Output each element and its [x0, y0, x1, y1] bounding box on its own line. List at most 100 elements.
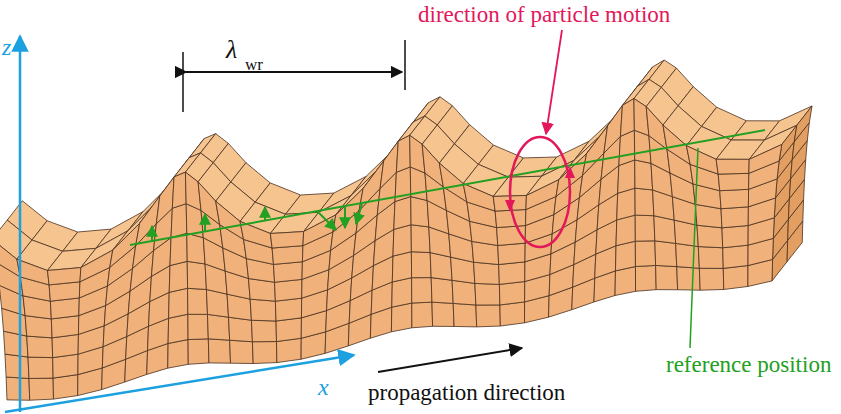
brick — [172, 172, 186, 208]
brick — [0, 239, 20, 277]
brick — [393, 225, 411, 256]
brick — [656, 265, 678, 289]
brick — [396, 135, 410, 172]
brick — [463, 184, 495, 212]
brick — [697, 225, 723, 248]
brick — [6, 377, 30, 400]
particle-orbit — [510, 137, 570, 247]
dimension-tick — [404, 40, 406, 90]
brick — [29, 378, 54, 400]
brick — [635, 215, 655, 241]
brick — [303, 215, 336, 246]
annotation-label: reference position — [666, 352, 831, 377]
wavelength-subscript: wr — [245, 56, 263, 75]
brick — [794, 106, 812, 142]
orbit-arrowhead — [505, 200, 515, 212]
brick — [270, 232, 303, 248]
x-axis — [5, 355, 354, 412]
brick — [615, 241, 635, 271]
brick — [635, 160, 653, 190]
brick — [53, 354, 78, 378]
brick — [187, 233, 205, 264]
brick — [412, 302, 433, 328]
brick — [439, 163, 467, 202]
brick — [749, 144, 782, 173]
brick — [677, 267, 700, 291]
brick — [412, 278, 432, 303]
axis-label: x — [318, 374, 329, 400]
brick — [410, 135, 425, 173]
brick — [718, 173, 749, 190]
brick — [432, 302, 454, 326]
brick — [169, 261, 187, 292]
brick — [188, 288, 208, 314]
annotation-label: direction of particle motion — [418, 2, 670, 27]
brick — [716, 159, 749, 174]
displacement-arrow — [151, 226, 153, 241]
brick — [635, 265, 656, 291]
brick — [431, 278, 453, 304]
brick — [655, 241, 677, 267]
brick — [51, 316, 78, 338]
wavelength-dimension — [186, 71, 402, 73]
brick — [500, 302, 525, 326]
brick — [171, 204, 187, 238]
z-axis — [19, 36, 22, 412]
brick — [229, 317, 253, 342]
brick — [53, 375, 78, 400]
brick — [277, 338, 302, 362]
brick — [17, 259, 49, 285]
brick — [475, 283, 500, 305]
brick — [380, 141, 398, 188]
brick — [168, 340, 188, 369]
brick — [392, 252, 411, 282]
brick — [620, 99, 634, 137]
leader-arrow — [546, 30, 562, 134]
brick — [411, 225, 430, 253]
brick — [723, 266, 748, 290]
brick — [495, 210, 526, 228]
brick — [635, 188, 654, 216]
brick — [615, 267, 636, 296]
annotations — [5, 30, 765, 412]
brick — [273, 262, 302, 282]
brick — [252, 342, 276, 364]
brick — [686, 146, 718, 174]
brick — [635, 241, 655, 267]
brick — [720, 189, 749, 208]
propagation-arrow — [378, 348, 522, 372]
brick — [230, 340, 254, 363]
displacement-arrow — [204, 214, 206, 232]
brick — [676, 243, 700, 268]
brick — [208, 339, 230, 363]
displacement-arrow — [356, 204, 362, 224]
brick — [276, 318, 301, 342]
brick — [188, 314, 208, 339]
brick — [28, 357, 53, 378]
brick — [240, 221, 272, 248]
brick — [476, 305, 500, 327]
brick — [169, 288, 188, 318]
brick — [275, 298, 301, 321]
brick — [156, 177, 174, 224]
brick — [250, 299, 276, 321]
brick — [721, 207, 748, 228]
brick — [698, 247, 723, 269]
brick — [251, 320, 276, 342]
brick — [188, 339, 209, 364]
brick — [47, 268, 80, 285]
displacement-arrow — [318, 212, 336, 230]
brick — [474, 262, 500, 284]
brick — [779, 125, 797, 161]
dimension-tick — [182, 52, 184, 112]
brick — [452, 280, 476, 305]
brick — [699, 268, 723, 290]
brick — [27, 336, 53, 358]
brick — [187, 261, 206, 289]
displacement-arrow — [264, 207, 266, 221]
brick-block — [0, 60, 812, 400]
brick — [80, 250, 113, 282]
brick — [411, 197, 429, 227]
